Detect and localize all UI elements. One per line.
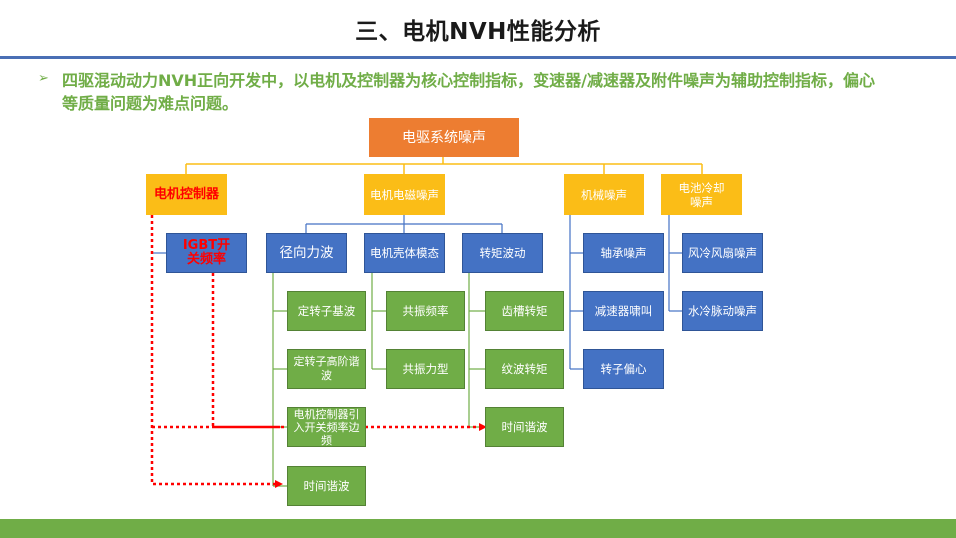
leaf-time-harmonic-torque: 时间谐波 xyxy=(485,407,564,447)
category-motor-controller-label: 电机控制器 xyxy=(153,186,219,202)
node-igbt-switching-frequency-label: IGBT开关频率 xyxy=(182,238,231,267)
leaf-stator-rotor-fundamental: 定转子基波 xyxy=(287,291,366,331)
leaf-resonance-force-shape: 共振力型 xyxy=(386,349,465,389)
category-electromagnetic-noise: 电机电磁噪声 xyxy=(364,174,445,215)
node-reducer-whine-label: 减速器啸叫 xyxy=(594,304,653,318)
node-housing-mode: 电机壳体模态 xyxy=(364,233,445,273)
category-motor-controller: 电机控制器 xyxy=(146,174,227,215)
node-igbt-switching-frequency: IGBT开关频率 xyxy=(166,233,247,273)
leaf-controller-switching-sideband: 电机控制器引入开关频率边频 xyxy=(287,407,366,447)
leaf-time-harmonic-radial: 时间谐波 xyxy=(287,466,366,506)
node-water-pulsation-noise-label: 水冷脉动噪声 xyxy=(688,304,757,318)
node-torque-ripple: 转矩波动 xyxy=(462,233,543,273)
leaf-stator-rotor-fundamental-label: 定转子基波 xyxy=(297,304,356,318)
node-air-fan-noise: 风冷风扇噪声 xyxy=(682,233,763,273)
category-electromagnetic-noise-label: 电机电磁噪声 xyxy=(370,187,439,202)
page-title: 三、电机NVH性能分析 xyxy=(355,19,601,45)
category-mechanical-noise: 机械噪声 xyxy=(564,174,644,215)
node-radial-force-wave: 径向力波 xyxy=(266,233,347,273)
leaf-stator-rotor-high-order-harmonic: 定转子高阶谐波 xyxy=(287,349,366,389)
root-node: 电驱系统噪声 xyxy=(369,118,519,157)
node-rotor-eccentricity: 转子偏心 xyxy=(583,349,664,389)
leaf-ripple-torque-label: 纹波转矩 xyxy=(501,362,548,376)
node-torque-ripple-label: 转矩波动 xyxy=(479,246,526,260)
leaf-resonance-force-shape-label: 共振力型 xyxy=(402,362,449,376)
title-underline xyxy=(0,56,956,59)
intro-bullet-text: 四驱混动动力NVH正向开发中，以电机及控制器为核心控制指标，变速器/减速器及附件… xyxy=(62,71,876,113)
leaf-resonance-frequency-label: 共振频率 xyxy=(402,304,449,318)
category-battery-cooling-noise: 电池冷却噪声 xyxy=(661,174,742,215)
category-mechanical-noise-label: 机械噪声 xyxy=(581,187,627,202)
leaf-cogging-torque-label: 齿槽转矩 xyxy=(501,304,548,318)
leaf-controller-switching-sideband-label: 电机控制器引入开关频率边频 xyxy=(293,407,360,447)
node-air-fan-noise-label: 风冷风扇噪声 xyxy=(688,246,757,260)
leaf-cogging-torque: 齿槽转矩 xyxy=(485,291,564,331)
arrow-bullet-icon: ➢ xyxy=(38,71,49,86)
node-bearing-noise-label: 轴承噪声 xyxy=(600,246,647,260)
leaf-time-harmonic-radial-label: 时间谐波 xyxy=(303,479,350,493)
node-radial-force-wave-label: 径向力波 xyxy=(279,245,334,261)
leaf-ripple-torque: 纹波转矩 xyxy=(485,349,564,389)
footer-bar xyxy=(0,519,956,538)
node-water-pulsation-noise: 水冷脉动噪声 xyxy=(682,291,763,331)
node-bearing-noise: 轴承噪声 xyxy=(583,233,664,273)
node-rotor-eccentricity-label: 转子偏心 xyxy=(600,362,647,376)
root-node-label: 电驱系统噪声 xyxy=(402,129,486,146)
node-reducer-whine: 减速器啸叫 xyxy=(583,291,664,331)
leaf-resonance-frequency: 共振频率 xyxy=(386,291,465,331)
leaf-time-harmonic-torque-label: 时间谐波 xyxy=(501,420,548,434)
leaf-stator-rotor-high-order-harmonic-label: 定转子高阶谐波 xyxy=(293,355,360,382)
node-housing-mode-label: 电机壳体模态 xyxy=(370,246,439,260)
category-battery-cooling-noise-label: 电池冷却噪声 xyxy=(678,180,725,209)
